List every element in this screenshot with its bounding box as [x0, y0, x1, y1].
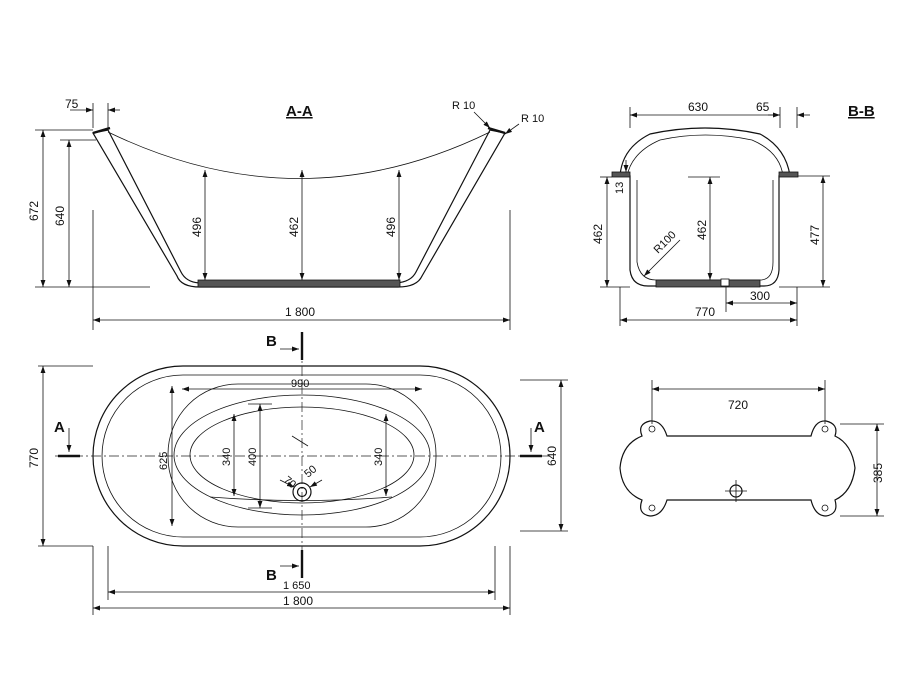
plan-dim-drain-b: 50 [302, 463, 319, 480]
section-bb-title: B-B [848, 103, 875, 120]
plan-dim-inner-length: 990 [291, 378, 309, 390]
bb-drain-mark [720, 278, 730, 287]
plan-view: A A B B 770 990 625 340 400 340 [27, 332, 568, 615]
plan-dim-length-inner: 1 650 [283, 580, 311, 592]
aa-dim-length: 1 800 [285, 305, 315, 319]
base-foot-hole-tr [821, 425, 829, 433]
plan-dim-basin-width-right: 340 [373, 448, 385, 466]
base-dim-length: 720 [728, 398, 748, 412]
plan-dim-width-right: 640 [545, 446, 559, 466]
base-view: 720 385 [619, 380, 885, 517]
bb-dim-height-right: 477 [808, 225, 822, 245]
bb-dim-inner-depth-center: 462 [695, 220, 709, 240]
bb-dim-rim-offset: 65 [756, 100, 770, 114]
base-foot-hole-br [821, 504, 829, 512]
aa-dim-height-total: 672 [27, 201, 41, 221]
plan-dim-drain-a: 70 [281, 474, 298, 491]
bb-top-profile [619, 127, 791, 177]
aa-rim-left [92, 126, 111, 135]
aa-dim-radius-outer: R 10 [452, 100, 475, 112]
aa-shell-bottom [197, 279, 401, 288]
bb-dim-drain-offset: 300 [750, 289, 770, 303]
base-dim-width: 385 [871, 463, 885, 483]
bb-dim-inner-depth-left: 462 [591, 224, 605, 244]
bb-dim-width: 770 [695, 305, 715, 319]
base-foot-hole-tl [648, 425, 656, 433]
plan-section-a-left-label: A [54, 419, 65, 436]
aa-dim-depth-center: 462 [287, 217, 301, 237]
section-aa-view: A-A 75 R 10 R 10 672 640 496 462 [27, 97, 544, 330]
aa-dim-rim-width: 75 [65, 97, 79, 111]
bb-dim-top-width: 630 [688, 100, 708, 114]
plan-dim-outer-inner-width: 625 [158, 452, 170, 470]
plan-drain-outer [292, 482, 312, 502]
plan-dim-basin-width-center: 400 [247, 448, 259, 466]
aa-shell-outer [92, 129, 506, 288]
section-aa-title: A-A [286, 103, 313, 120]
plan-dim-basin-width-left: 340 [221, 448, 233, 466]
aa-dim-radius-inner: R 10 [521, 113, 544, 125]
base-outline [619, 420, 856, 517]
aa-dim-depth-left: 496 [190, 217, 204, 237]
plan-section-b-top-label: B [266, 333, 277, 350]
plan-dim-overall-width: 770 [27, 448, 41, 468]
aa-dim-depth-right: 496 [384, 217, 398, 237]
bb-dim-bottom-radius: R100 [652, 229, 679, 256]
plan-section-a-right-label: A [534, 419, 545, 436]
plan-drain-inner [296, 486, 308, 498]
aa-inner-waterline [107, 131, 491, 179]
plan-dim-length-total: 1 800 [283, 594, 313, 608]
section-bb-view: B-B 630 65 13 462 462 R100 [591, 100, 875, 326]
plan-section-b-bottom-label: B [266, 567, 277, 584]
base-foot-hole-bl [648, 504, 656, 512]
bb-dim-rim-thickness: 13 [614, 182, 626, 194]
aa-rim-right [487, 126, 506, 135]
aa-dim-height-rim: 640 [53, 206, 67, 226]
